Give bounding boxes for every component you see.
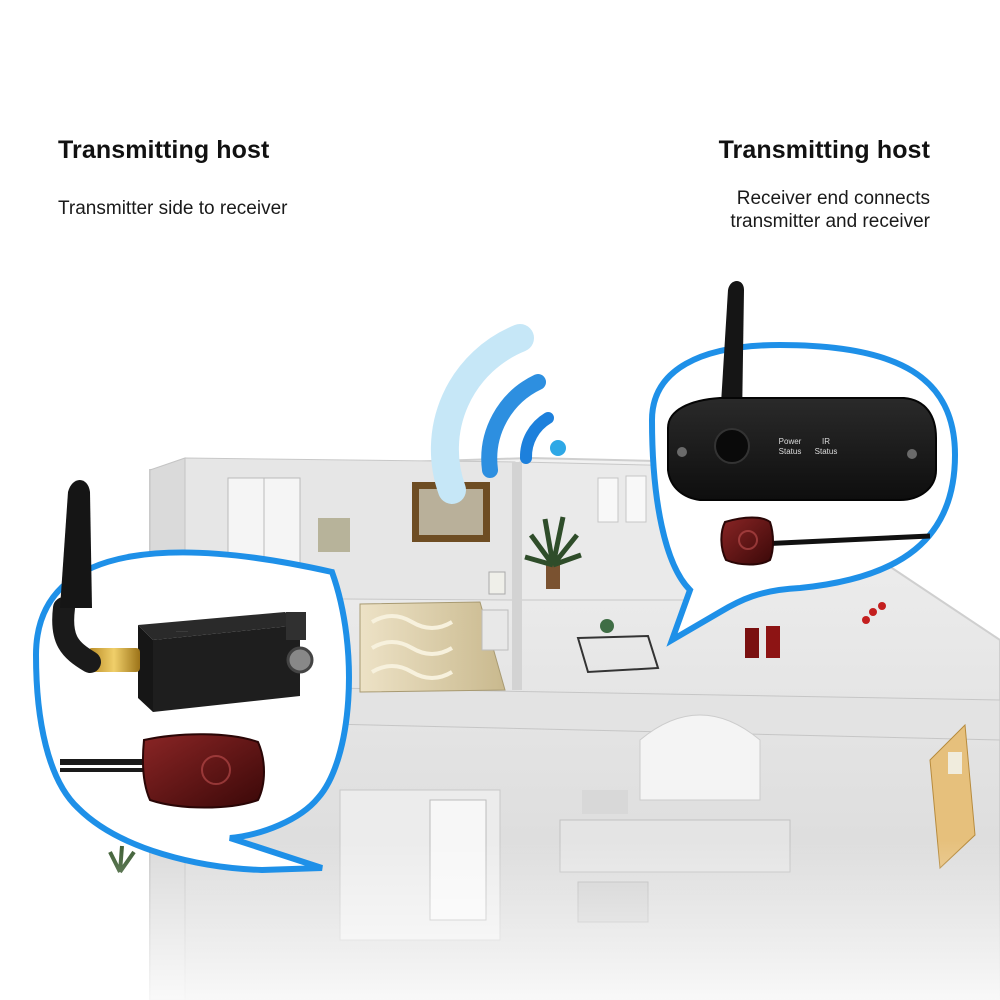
screw-left bbox=[677, 447, 687, 457]
floor-plan bbox=[0, 456, 1000, 1000]
signal-arc-outer bbox=[430, 324, 534, 504]
ir-status-label-2: Status bbox=[815, 447, 838, 456]
ir-emitter-left bbox=[60, 733, 265, 809]
sma-connector bbox=[88, 648, 140, 672]
yellow-door bbox=[929, 723, 976, 870]
antenna-left bbox=[60, 480, 92, 608]
red-chair bbox=[745, 628, 759, 658]
left-caption-title: Transmitting host bbox=[58, 136, 270, 164]
shirt bbox=[318, 518, 350, 552]
right-caption: Transmitting host Receiver end connects … bbox=[719, 136, 930, 233]
left-caption-description: Transmitter side to receiver bbox=[58, 198, 288, 219]
arch bbox=[639, 714, 761, 801]
screw-right bbox=[907, 449, 917, 459]
transmitter-bubble: ······ bbox=[32, 480, 352, 874]
wireless-signal-icon bbox=[430, 324, 566, 504]
signal-arc-inner bbox=[520, 412, 554, 464]
coffee-table bbox=[576, 634, 660, 674]
power-jack bbox=[286, 646, 314, 674]
left-caption: Transmitting host Transmitter side to re… bbox=[58, 136, 287, 220]
potted-plant bbox=[524, 516, 582, 589]
power-status-label: Power bbox=[779, 437, 802, 446]
right-caption-description: Receiver end connects transmitter and re… bbox=[719, 187, 930, 233]
svg-text:······: ······ bbox=[176, 629, 188, 635]
signal-dot bbox=[550, 440, 566, 456]
ir-receiver-eye bbox=[720, 516, 931, 566]
window-living bbox=[597, 477, 619, 523]
power-button[interactable] bbox=[714, 428, 750, 464]
right-caption-description-line1: Receiver end connects bbox=[736, 188, 930, 209]
receiver-device bbox=[667, 397, 937, 501]
receiver-bubble: Power Status IR Status bbox=[648, 281, 959, 647]
right-caption-title: Transmitting host bbox=[718, 136, 930, 164]
right-caption-description-line2: transmitter and receiver bbox=[730, 211, 930, 232]
transmitter-device: ······ bbox=[52, 480, 314, 712]
bed bbox=[359, 601, 506, 693]
power-status-label-2: Status bbox=[779, 447, 802, 456]
antenna-right bbox=[720, 281, 744, 420]
central-wall bbox=[512, 462, 522, 690]
pillow bbox=[481, 609, 509, 651]
signal-arc-middle bbox=[481, 374, 546, 478]
table-plant bbox=[600, 619, 614, 633]
ir-status-label: IR bbox=[822, 437, 830, 446]
